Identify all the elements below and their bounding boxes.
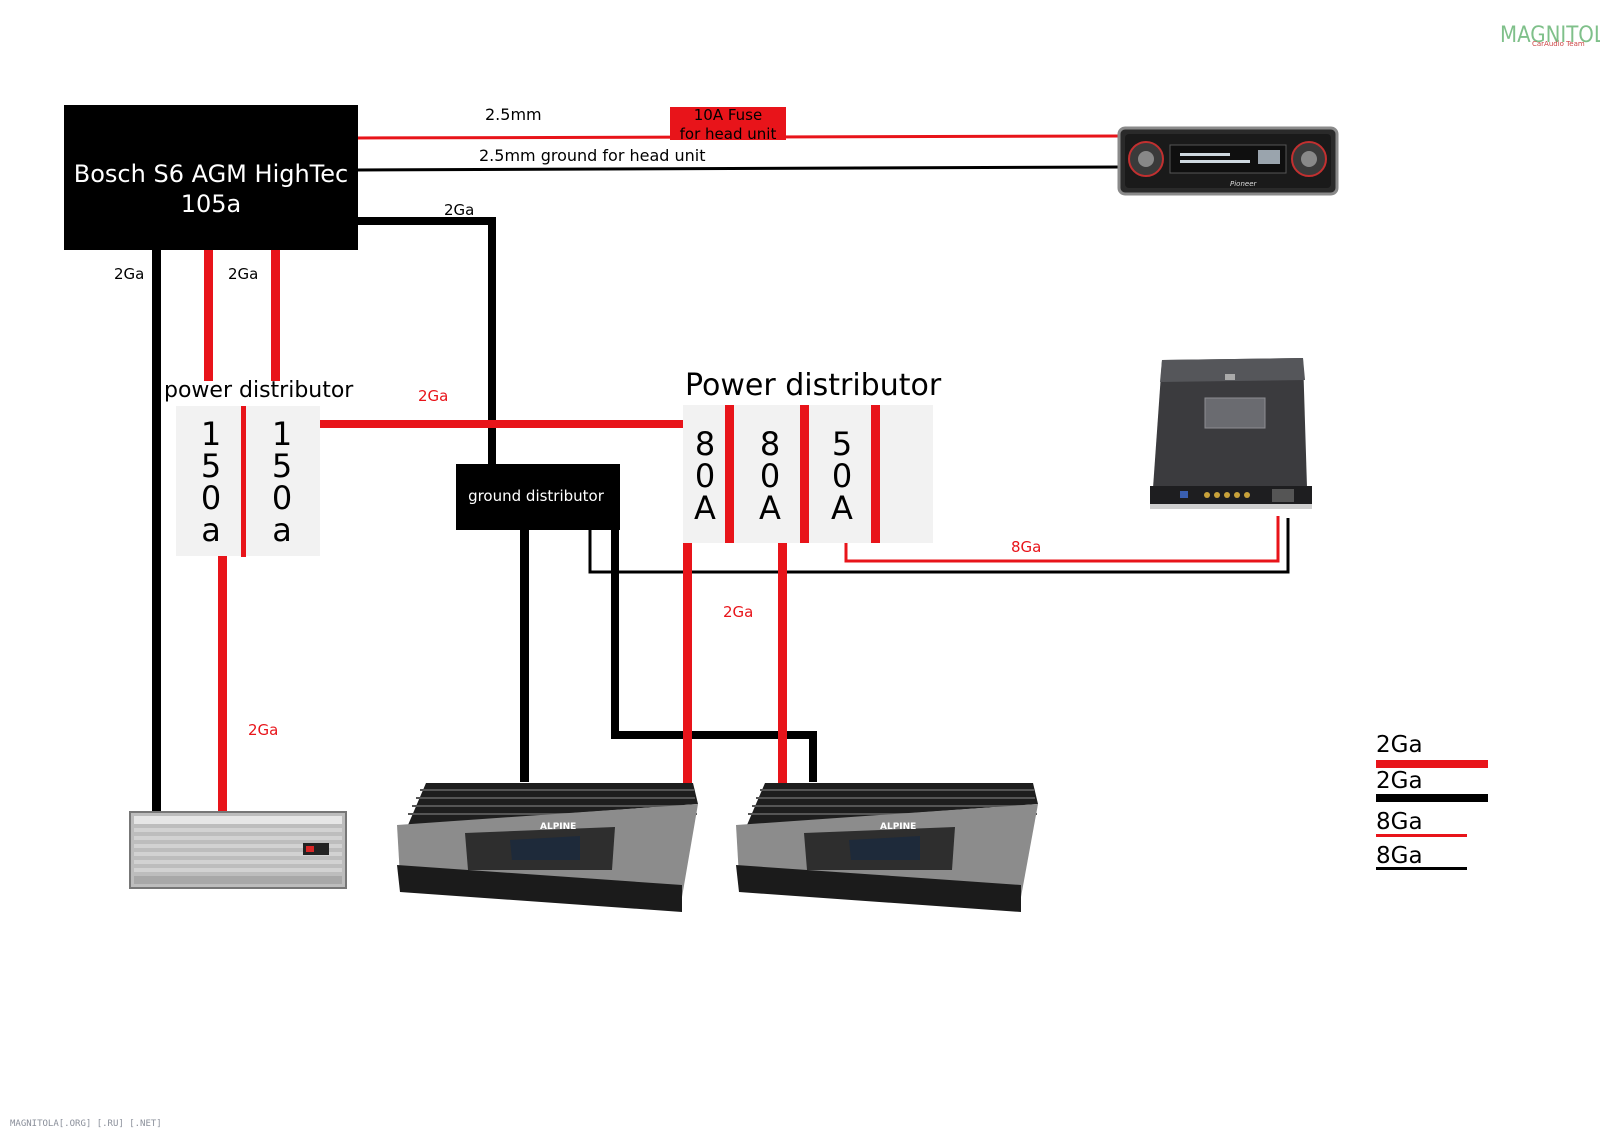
fuse-digit: 0 <box>272 479 292 517</box>
left-distributor-title: power distributor <box>164 378 354 403</box>
fuse-digit: 8 <box>695 425 715 463</box>
power-wire-processor <box>844 516 1280 563</box>
right-fuse-3: 5 0 A <box>831 425 853 527</box>
head-unit-brand: Pioneer <box>1230 180 1257 188</box>
left-distributor-panel <box>176 406 320 556</box>
right-fuse-1: 8 0 A <box>694 425 716 527</box>
logo-text: MAGNITOLA <box>1500 23 1600 48</box>
legend-item: 8Ga <box>1376 843 1467 870</box>
legend-label: 8Ga <box>1376 843 1423 869</box>
left-fuse-1: 1 5 0 a <box>201 415 221 549</box>
dist-link-gauge-label: 2Ga <box>418 387 448 405</box>
battery-box <box>64 105 358 250</box>
right-fuse-2: 8 0 A <box>759 425 781 527</box>
ground-wire-head-unit <box>355 165 1123 172</box>
power-wire-battery-1 <box>204 249 213 381</box>
battery-capacity-label: 105a <box>181 190 242 218</box>
legend-swatch <box>1376 794 1488 802</box>
logo-subtext: CarAudio Team <box>1532 40 1585 48</box>
right-power-distributor: Power distributor 8 0 A 8 0 A 5 0 A <box>683 368 942 543</box>
fuse-digit: a <box>201 511 221 549</box>
legend-swatch <box>1376 867 1467 870</box>
legend-label: 2Ga <box>1376 768 1423 794</box>
fuse-digit: 0 <box>760 457 780 495</box>
power-wire-amp2 <box>778 543 787 783</box>
ground-distributor-box <box>456 464 620 530</box>
fuse-box <box>670 107 786 140</box>
legend-label: 2Ga <box>1376 732 1423 758</box>
fuse-digit: 5 <box>272 447 292 485</box>
ground-wire-left-amp <box>152 247 161 812</box>
fuse-digit: A <box>831 489 853 527</box>
legend-item: 2Ga <box>1376 732 1488 768</box>
fuse-sub-label: for head unit <box>680 125 777 143</box>
ground-wire-amp2-c <box>809 731 817 782</box>
fuse-digit: A <box>694 489 716 527</box>
fuse-digit: 1 <box>272 415 292 453</box>
head-power-label: 2.5mm <box>485 105 542 124</box>
legend-label: 8Ga <box>1376 809 1423 835</box>
ground-left-gauge-label: 2Ga <box>114 265 144 283</box>
right-distributor-title: Power distributor <box>685 368 942 403</box>
fuse-digit: 8 <box>760 425 780 463</box>
alpine-amplifier-1: ALPINE <box>397 783 698 912</box>
power-wire-amp1 <box>683 543 692 783</box>
left-power-distributor: power distributor 1 5 0 a 1 5 0 a <box>164 378 354 557</box>
right-distributor-divider-2 <box>800 405 809 543</box>
fuse-label: 10A Fuse <box>694 106 762 124</box>
power-wire-left-amp <box>218 556 227 812</box>
legend-item: 8Ga <box>1376 809 1467 837</box>
fuse-digit: 0 <box>832 457 852 495</box>
fuse-digit: a <box>272 511 292 549</box>
car-stereo-head-unit-icon: Pioneer <box>1117 126 1339 196</box>
magnitola-logo: MAGNITOLA CarAudio Team <box>1500 23 1600 48</box>
legend-item: 2Ga <box>1376 768 1488 802</box>
right-distributor-divider-1 <box>725 405 734 543</box>
ground-distributor: ground distributor <box>456 464 620 530</box>
alpine-amplifier-2: ALPINE <box>736 783 1038 912</box>
legend: 2Ga 2Ga 8Ga 8Ga <box>1376 732 1488 870</box>
left-amp-gauge-label: 2Ga <box>248 721 278 739</box>
power-wire-battery-2 <box>271 249 280 381</box>
ground-wire-battery-top <box>356 217 496 225</box>
ground-distributor-label: ground distributor <box>468 487 605 505</box>
left-fuse-2: 1 5 0 a <box>272 415 292 549</box>
power-gauge-label: 2Ga <box>228 265 258 283</box>
right-distributor-divider-3 <box>871 405 880 543</box>
power-wire-dist-link <box>320 420 683 428</box>
legend-swatch <box>1376 834 1467 837</box>
dsp-processor-icon <box>1150 358 1312 509</box>
battery-model-label: Bosch S6 AGM HighTec <box>74 160 348 188</box>
fuse-digit: 1 <box>201 415 221 453</box>
ground-wire-amp2-b <box>611 731 817 739</box>
amps-gauge-label: 2Ga <box>723 603 753 621</box>
amp2-brand: ALPINE <box>880 822 916 832</box>
ground-top-gauge-label: 2Ga <box>444 201 474 219</box>
head-ground-label: 2.5mm ground for head unit <box>479 146 706 165</box>
fuse-digit: 0 <box>201 479 221 517</box>
ground-wire-amp2-a <box>611 527 619 739</box>
amp1-brand: ALPINE <box>540 822 576 832</box>
fuse-digit: A <box>759 489 781 527</box>
ground-wires <box>152 165 1290 812</box>
ground-wire-to-ground-dist <box>488 217 496 465</box>
fuse-digit: 5 <box>832 425 852 463</box>
left-distributor-divider <box>241 406 246 557</box>
ground-wire-processor <box>588 518 1290 574</box>
footer-watermark: MAGNITOLA[.ORG] [.RU] [.NET] <box>10 1119 162 1129</box>
ground-wire-amp1 <box>520 527 529 782</box>
wire-labels: 2.5mm 10A Fuse for head unit 2.5mm groun… <box>114 105 1041 739</box>
legend-swatch <box>1376 760 1488 768</box>
processor-gauge-label: 8Ga <box>1011 538 1041 556</box>
fuse-digit: 0 <box>695 457 715 495</box>
amplifier-icon <box>129 811 347 889</box>
battery: Bosch S6 AGM HighTec 105a <box>64 105 358 250</box>
fuse-digit: 5 <box>201 447 221 485</box>
